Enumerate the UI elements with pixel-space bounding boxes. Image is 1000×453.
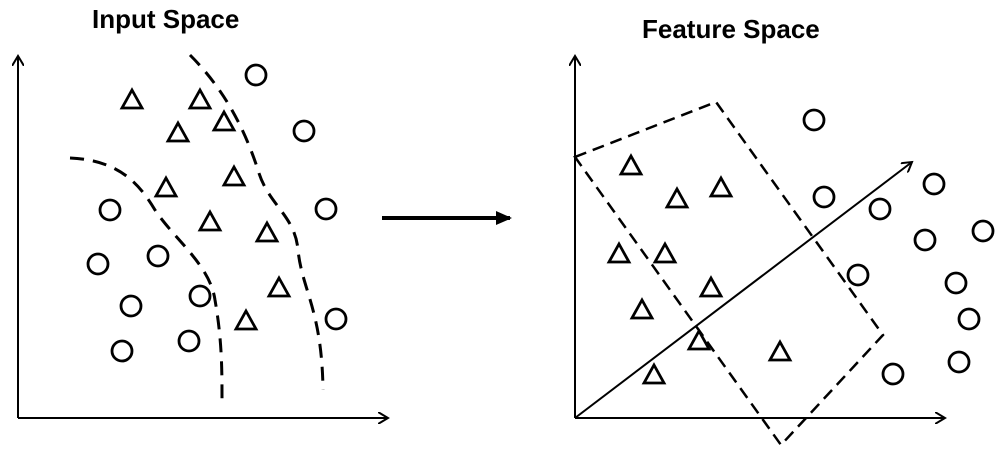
triangle-marker	[664, 186, 690, 209]
decision-region-rectangle	[573, 100, 885, 447]
input-space-panel: Input Space	[18, 4, 388, 418]
circle-marker	[881, 362, 905, 386]
circle-marker	[244, 63, 268, 87]
feature-space-title: Feature Space	[642, 14, 820, 44]
triangle-marker	[165, 120, 191, 143]
triangle-marker	[606, 241, 632, 264]
triangle-marker	[266, 275, 292, 298]
circle-marker	[146, 244, 170, 268]
circle-marker	[846, 263, 870, 287]
circle-marker	[957, 307, 981, 331]
circle-marker	[86, 252, 110, 276]
triangle-marker	[221, 164, 247, 187]
circle-marker	[868, 197, 892, 221]
decision-boundary-right	[188, 53, 325, 391]
circle-marker	[944, 271, 968, 295]
triangle-marker	[698, 275, 724, 298]
input-triangle-markers	[119, 87, 292, 331]
triangle-marker	[119, 87, 145, 110]
circle-marker	[98, 198, 122, 222]
circle-marker	[119, 294, 143, 318]
input-space-title: Input Space	[92, 4, 239, 34]
circle-marker	[913, 228, 937, 252]
input-circle-markers	[86, 63, 348, 363]
circle-marker	[314, 197, 338, 221]
triangle-marker	[767, 339, 793, 362]
circle-marker	[324, 307, 348, 331]
triangle-marker	[254, 220, 280, 243]
projection-arrow	[574, 162, 912, 419]
triangle-marker	[197, 209, 223, 232]
triangle-marker	[641, 362, 667, 385]
triangle-marker	[153, 175, 179, 198]
circle-marker	[177, 329, 201, 353]
circle-marker	[971, 219, 995, 243]
triangle-marker	[629, 297, 655, 320]
circle-marker	[922, 172, 946, 196]
feature-triangle-markers	[606, 153, 793, 385]
circle-marker	[812, 185, 836, 209]
circle-marker	[292, 119, 316, 143]
triangle-marker	[187, 87, 213, 110]
circle-marker	[947, 350, 971, 374]
triangle-marker	[686, 328, 712, 351]
feature-space-panel: Feature Space	[573, 14, 995, 447]
decision-boundary-left	[69, 156, 224, 401]
triangle-marker	[708, 175, 734, 198]
feature-circle-markers	[802, 108, 995, 386]
triangle-marker	[233, 308, 259, 331]
circle-marker	[110, 339, 134, 363]
triangle-marker	[618, 153, 644, 176]
circle-marker	[802, 108, 826, 132]
triangle-marker	[652, 241, 678, 264]
circle-marker	[188, 284, 212, 308]
triangle-marker	[211, 109, 237, 132]
